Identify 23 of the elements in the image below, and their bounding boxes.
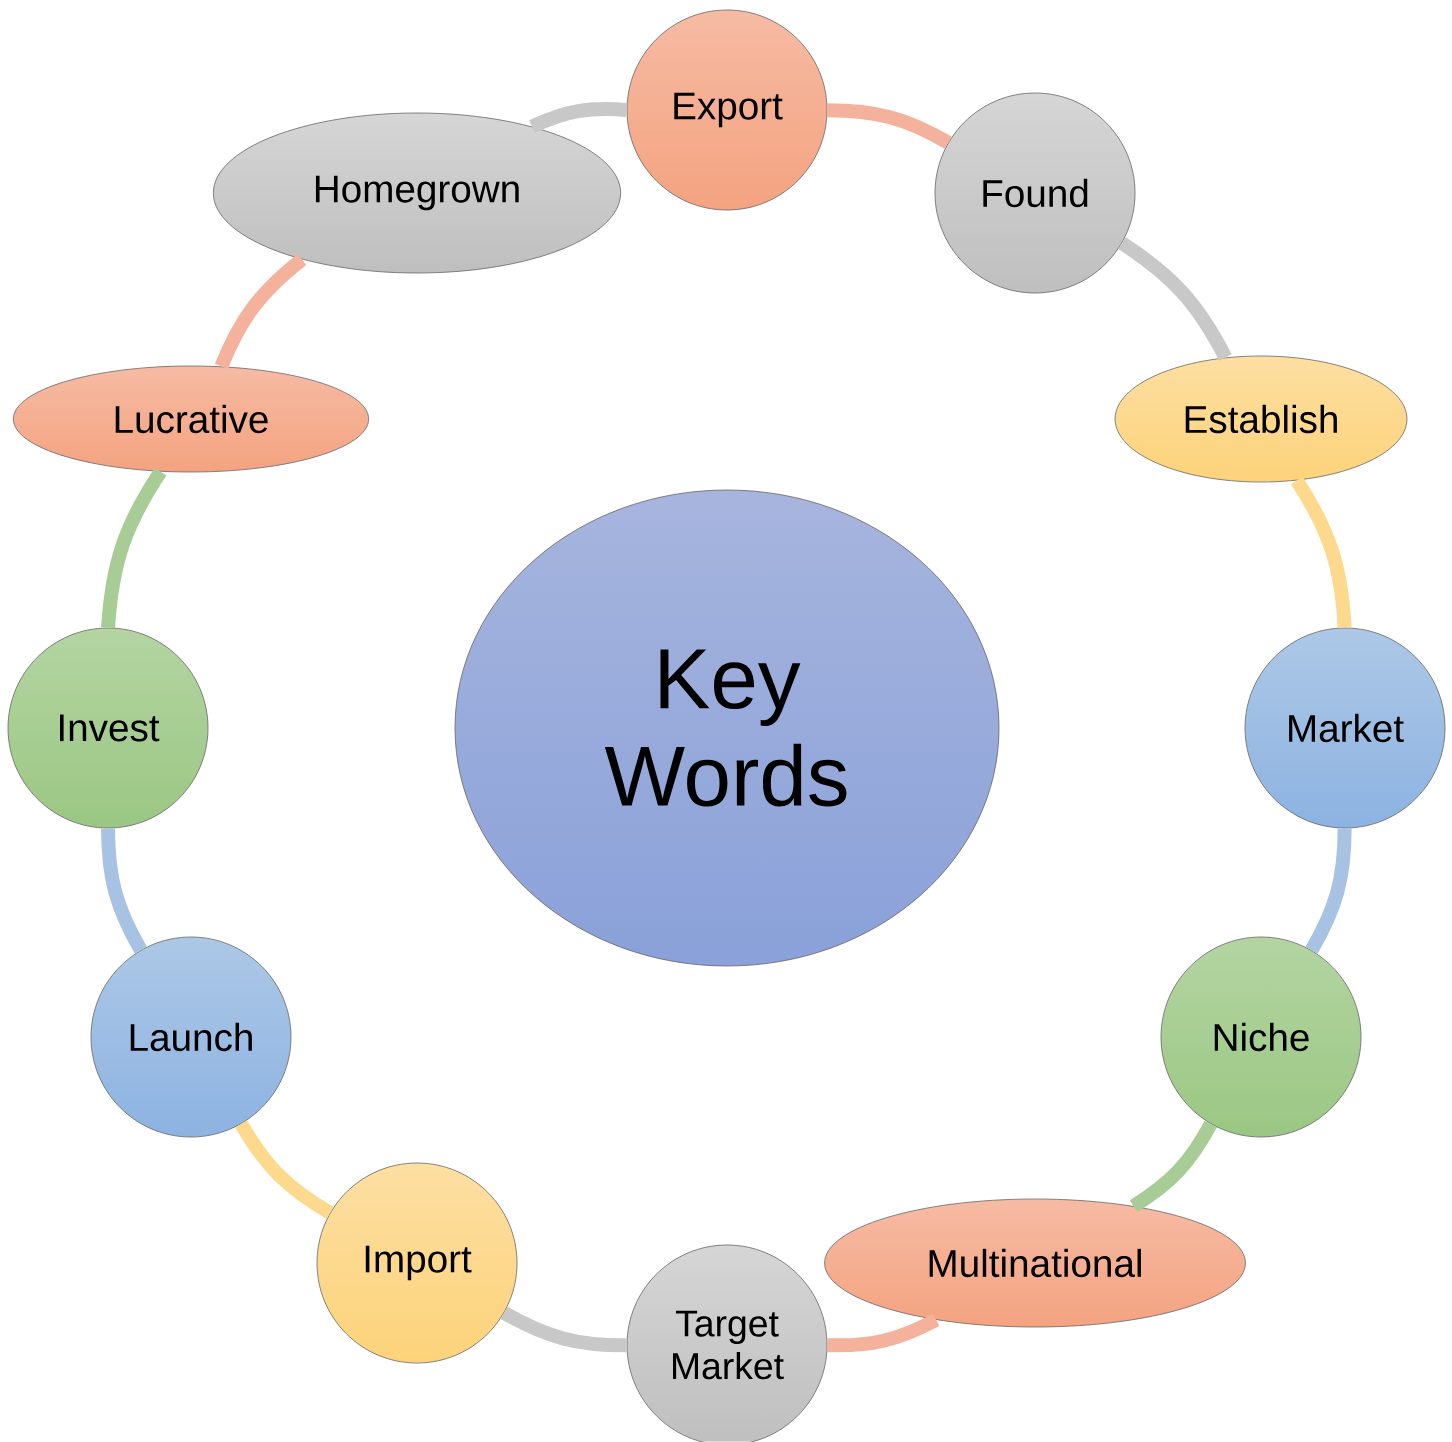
ellipse-node: Homegrown <box>212 112 622 274</box>
arc-connector <box>1129 1120 1217 1212</box>
arc-connector <box>1290 476 1352 629</box>
arc-connector <box>214 253 307 370</box>
circle-node: Niche <box>1160 936 1362 1138</box>
arc-connector <box>1118 237 1232 361</box>
ellipse-node: Lucrative <box>12 365 370 473</box>
arc-connector <box>827 1313 940 1353</box>
circle-node: Invest <box>7 627 209 829</box>
circle-node: Launch <box>90 936 292 1138</box>
circle-node: Found <box>934 92 1136 294</box>
ellipse-node: Multinational <box>824 1198 1246 1328</box>
circle-node: Market <box>1244 627 1446 829</box>
circle-node: Export <box>626 9 828 211</box>
arc-connector <box>500 1306 627 1353</box>
arc-connector <box>235 1120 334 1219</box>
ellipse-node: Establish <box>1114 355 1408 483</box>
arc-connector <box>529 101 628 133</box>
arc-connector <box>101 467 167 629</box>
circle-node: Import <box>316 1162 518 1364</box>
arc-connector <box>101 828 147 954</box>
arc-connector <box>827 103 952 149</box>
arc-connector <box>1305 828 1352 954</box>
